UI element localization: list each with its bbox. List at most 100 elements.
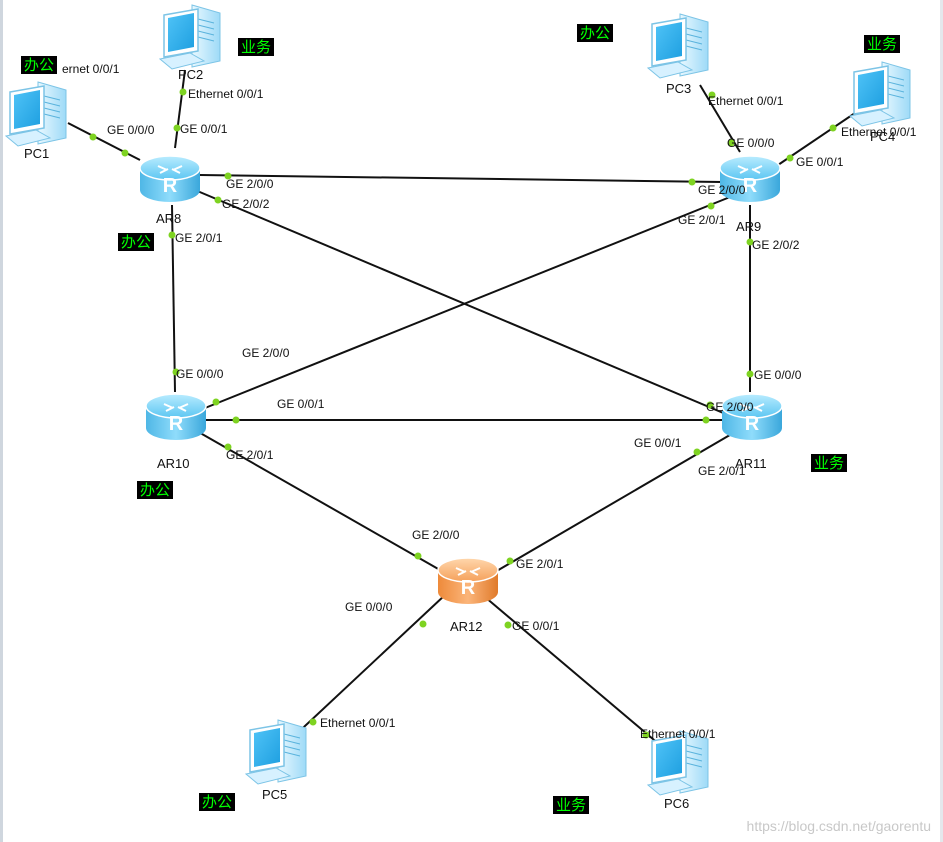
link-ar12-pc6: [484, 596, 661, 746]
tag-business-pc2: 业务: [238, 38, 275, 56]
port-label-ar10-ge001: GE 0/0/1: [277, 397, 325, 411]
port-dot: [693, 448, 701, 456]
port-label-ar11-ge201: GE 2/0/1: [698, 464, 746, 478]
tag-business-pc6: 业务: [553, 796, 590, 814]
link-ar12-pc5: [289, 594, 446, 741]
left-frame-border: [0, 0, 3, 842]
port-label-ar12-ge201: GE 2/0/1: [516, 557, 564, 571]
watermark: https://blog.csdn.net/gaorentu: [746, 818, 931, 834]
pc5-icon[interactable]: [245, 719, 307, 785]
tag-office-pc5: 办公: [199, 793, 236, 811]
router-ar11-glyph: R: [745, 413, 760, 435]
port-dot: [121, 149, 129, 157]
router-ar10-glyph: R: [169, 413, 184, 435]
tag-office-pc3: 办公: [577, 24, 614, 42]
port-dot: [414, 552, 422, 560]
port-label-ar8-ge000: GE 0/0/0: [107, 123, 155, 137]
device-name-ar12: AR12: [450, 619, 483, 634]
router-ar11-icon[interactable]: R: [721, 393, 783, 440]
port-dot: [727, 139, 735, 147]
link-ar9-ar10: [204, 194, 736, 409]
port-dot: [746, 238, 754, 246]
port-label-pc5-eth: Ethernet 0/0/1: [320, 716, 396, 730]
port-dot: [224, 443, 232, 451]
port-dot: [309, 718, 317, 726]
pc1-icon[interactable]: [5, 81, 67, 147]
tag-office-ar8: 办公: [118, 233, 155, 251]
port-dot: [504, 621, 512, 629]
port-dot: [212, 398, 220, 406]
port-dot: [829, 124, 837, 132]
device-name-pc4: PC4: [870, 129, 896, 144]
port-dots: [89, 88, 837, 739]
port-dot: [702, 416, 710, 424]
port-label-pc1-eth: ernet 0/0/1: [62, 62, 120, 76]
router-ar10-icon[interactable]: R: [145, 393, 207, 440]
pc4-icon[interactable]: [849, 61, 911, 127]
device-name-pc2: PC2: [178, 67, 204, 82]
port-label-ar11-ge000: GE 0/0/0: [754, 368, 802, 382]
device-name-pc5: PC5: [262, 787, 288, 802]
port-label-ar11-ge001: GE 0/0/1: [634, 436, 682, 450]
port-label-pc4-eth: Ethernet 0/0/1: [841, 125, 917, 139]
port-label-ar8-ge200: GE 2/0/0: [226, 177, 274, 191]
port-label-ar12-ge000: GE 0/0/0: [345, 600, 393, 614]
port-dot: [708, 91, 716, 99]
port-label-ar8-ge202: GE 2/0/2: [222, 197, 270, 211]
port-dot: [172, 368, 180, 376]
port-dot: [179, 88, 187, 96]
link-ar8-ar9: [199, 174, 723, 183]
right-frame-border: [940, 0, 943, 842]
port-dot: [214, 196, 222, 204]
port-label-ar9-ge001: GE 0/0/1: [796, 155, 844, 169]
tag-business-ar11: 业务: [811, 454, 848, 472]
port-dot: [506, 557, 514, 565]
port-dot: [224, 172, 232, 180]
device-name-ar8: AR8: [156, 211, 182, 226]
pc3-icon[interactable]: [647, 13, 709, 79]
port-dot: [232, 416, 240, 424]
router-ar12-icon[interactable]: R: [437, 557, 499, 604]
port-dot: [688, 178, 696, 186]
port-label-ar10-ge201: GE 2/0/1: [226, 448, 274, 462]
port-dot: [746, 370, 754, 378]
port-dot: [173, 124, 181, 132]
port-label-ar10-ge000: GE 0/0/0: [176, 367, 224, 381]
port-label-pc3-eth: Ethernet 0/0/1: [708, 94, 784, 108]
port-dot: [419, 620, 427, 628]
device-name-pc6: PC6: [664, 796, 690, 811]
router-ar9-icon[interactable]: R: [719, 155, 781, 202]
link-pc2-ar8: [174, 69, 186, 149]
router-ar12-glyph: R: [461, 577, 476, 599]
router-ar8-icon[interactable]: R: [139, 155, 201, 202]
port-dot: [706, 401, 714, 409]
port-label-pc2-eth: Ethernet 0/0/1: [188, 87, 264, 101]
port-label-ar12-ge200: GE 2/0/0: [412, 528, 460, 542]
port-label-ar9-ge201: GE 2/0/1: [678, 213, 726, 227]
pc2-icon[interactable]: [159, 4, 221, 70]
port-label-ar9-ge200: GE 2/0/0: [698, 183, 746, 197]
port-label-ar10-ge200: GE 2/0/0: [242, 346, 290, 360]
device-name-pc3: PC3: [666, 81, 692, 96]
router-ar9-glyph: R: [743, 175, 758, 197]
router-ar8-glyph: R: [163, 175, 178, 197]
port-label-ar9-ge000: GE 0/0/0: [727, 136, 775, 150]
link-ar11-ar12: [494, 431, 736, 573]
port-dot: [642, 731, 650, 739]
link-ar10-ar12: [194, 429, 441, 571]
port-label-ar8-ge001: GE 0/0/1: [180, 122, 228, 136]
link-ar8-ar11: [194, 189, 729, 416]
port-label-ar8-ge201: GE 2/0/1: [175, 231, 223, 245]
device-name-ar10: AR10: [157, 456, 190, 471]
port-label-pc6-eth: Ethernet 0/0/1: [640, 727, 716, 741]
device-name-ar11: AR11: [735, 456, 767, 471]
port-dot: [89, 133, 97, 141]
device-name-ar9: AR9: [736, 219, 762, 234]
port-label-ar11-ge200: GE 2/0/0: [706, 400, 754, 414]
links: [67, 69, 859, 746]
device-name-pc1: PC1: [24, 146, 50, 161]
port-label-ar9-ge202: GE 2/0/2: [752, 238, 800, 252]
tag-office-pc1: 办公: [21, 56, 58, 74]
tag-office-ar10: 办公: [137, 481, 174, 499]
